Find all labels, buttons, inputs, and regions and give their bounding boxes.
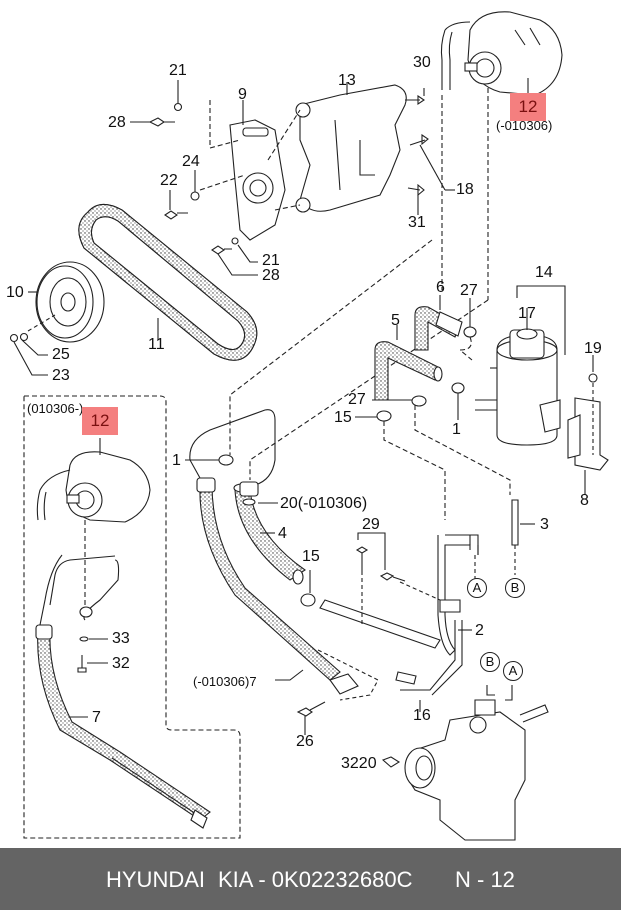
callout-7-main: (-010306)7 <box>193 674 257 689</box>
parts-diagram: 21 28 9 13 30 12 (-010306) 24 22 18 31 2… <box>6 11 609 841</box>
callout-17: 17 <box>518 305 536 322</box>
footer-part-number: KIA - 0K02232680C <box>218 867 413 892</box>
connector-a-upper: A <box>467 578 487 598</box>
footer-page: N - 12 <box>455 867 515 892</box>
plate-9 <box>229 100 286 241</box>
callout-14: 14 <box>535 264 553 281</box>
callout-31: 31 <box>408 214 426 231</box>
callout-5: 5 <box>391 312 400 329</box>
callout-21b: 21 <box>262 252 280 269</box>
callout-12-range-top: (-010306) <box>496 118 553 133</box>
inset-boundary <box>23 395 241 839</box>
bracket-13 <box>295 82 407 213</box>
callout-22: 22 <box>160 172 178 189</box>
callout-9: 9 <box>238 86 247 103</box>
callout-11: 11 <box>148 336 165 353</box>
callout-27b: 27 <box>348 391 366 408</box>
pulley-10 <box>28 261 105 343</box>
footer-brand: HYUNDAI <box>106 867 206 892</box>
callout-32: 32 <box>112 655 130 672</box>
steering-gearbox <box>381 685 549 841</box>
connector-b-upper: B <box>505 578 525 598</box>
inset-range-label: (010306-) <box>27 401 84 416</box>
callout-1b: 1 <box>172 452 181 469</box>
callout-8: 8 <box>580 492 589 509</box>
callout-13: 13 <box>338 72 356 89</box>
callout-15a: 15 <box>334 409 352 426</box>
callout-3220: 3220 <box>341 755 377 772</box>
callout-23: 23 <box>52 367 70 384</box>
callout-26: 26 <box>296 733 314 750</box>
callout-21: 21 <box>169 62 187 79</box>
callout-7-inset: 7 <box>92 709 101 726</box>
callout-6: 6 <box>436 279 445 296</box>
callout-1a: 1 <box>452 421 461 438</box>
callout-28: 28 <box>108 114 126 131</box>
callout-16: 16 <box>413 707 431 724</box>
diagram-linework <box>9 11 609 841</box>
callout-27a: 27 <box>460 282 478 299</box>
callout-3: 3 <box>540 516 549 533</box>
callout-15b: 15 <box>302 548 320 565</box>
callout-19: 19 <box>584 340 602 357</box>
callout-33: 33 <box>112 630 130 647</box>
callout-12-highlight-inset[interactable]: 12 <box>82 407 118 435</box>
pump-top <box>440 11 563 96</box>
connector-a-lower: A <box>503 661 523 681</box>
callout-30: 30 <box>413 54 431 71</box>
callout-18: 18 <box>456 181 474 198</box>
footer-bar: HYUNDAI KIA - 0K02232680C N - 12 <box>0 848 621 910</box>
callout-12-highlight-top[interactable]: 12 <box>510 93 546 121</box>
callout-2: 2 <box>475 622 484 639</box>
callout-25: 25 <box>52 346 70 363</box>
callout-10: 10 <box>6 284 24 301</box>
callout-4: 4 <box>278 525 287 542</box>
callout-29: 29 <box>362 516 380 533</box>
callout-20: 20(-010306) <box>280 495 368 512</box>
bracket-8 <box>567 355 609 495</box>
callout-28b: 28 <box>262 267 280 284</box>
pump-inset <box>36 438 151 523</box>
callout-24: 24 <box>182 153 200 170</box>
connector-b-lower: B <box>480 652 500 672</box>
reservoir-14 <box>475 285 566 446</box>
